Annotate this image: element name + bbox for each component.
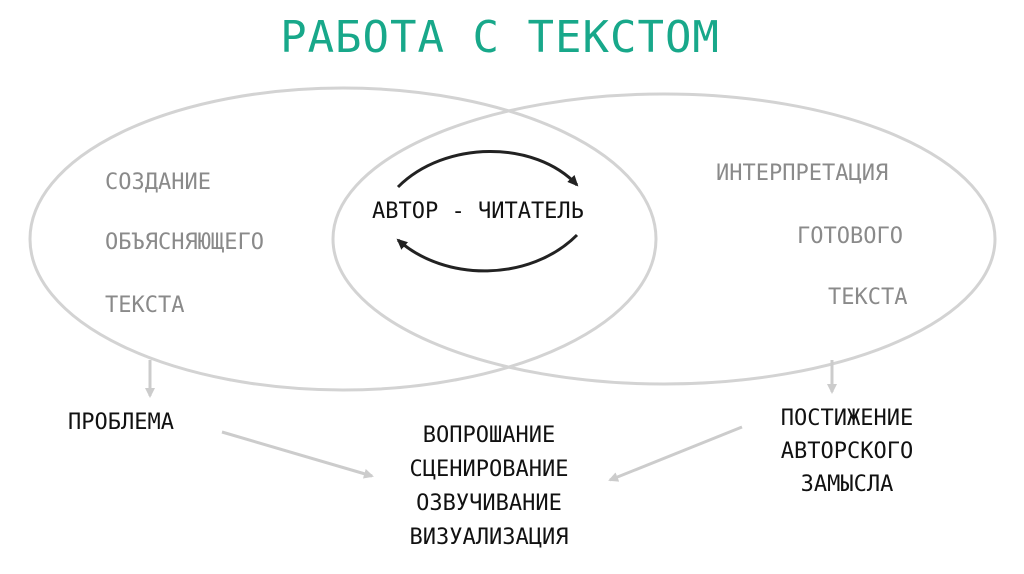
left-diagonal-arrow — [221, 430, 374, 479]
bottom-center-line-1: ВОПРОШАНИЕ — [422, 423, 556, 448]
center-label: АВТОР - ЧИТАТЕЛЬ — [372, 199, 584, 224]
right-result-line-2: АВТОРСКОГО — [780, 439, 914, 464]
right-diagonal-arrow — [608, 425, 743, 482]
bottom-center-line-2: СЦЕНИРОВАНИЕ — [409, 457, 569, 482]
cycle-arrow-bottom — [396, 233, 579, 273]
bottom-center-line-3: ОЗВУЧИВАНИЕ — [416, 491, 562, 516]
left-circle-line-3: ТЕКСТА — [105, 293, 185, 318]
diagram-title: РАБОТА С ТЕКСТОМ — [280, 12, 720, 63]
right-circle-line-2: ГОТОВОГО — [797, 224, 903, 249]
right-result-line-3: ЗАМЫСЛА — [800, 472, 894, 497]
right-circle — [331, 92, 997, 386]
right-circle-line-1: ИНТЕРПРЕТАЦИЯ — [716, 161, 889, 186]
left-circle-line-1: СОЗДАНИЕ — [105, 170, 211, 195]
left-result-label: ПРОБЛЕМА — [68, 410, 174, 435]
bottom-center-line-4: ВИЗУАЛИЗАЦИЯ — [409, 525, 569, 550]
right-circle-line-3: ТЕКСТА — [828, 285, 908, 310]
right-result-line-1: ПОСТИЖЕНИЕ — [780, 406, 914, 431]
right-result-label: ПОСТИЖЕНИЕ АВТОРСКОГО ЗАМЫСЛА — [752, 402, 942, 501]
left-circle — [28, 86, 658, 392]
left-circle-line-2: ОБЪЯСНЯЮЩЕГО — [105, 230, 264, 255]
bottom-center-list: ВОПРОШАНИЕ СЦЕНИРОВАНИЕ ОЗВУЧИВАНИЕ ВИЗУ… — [380, 419, 598, 555]
cycle-arrow-top — [396, 150, 579, 189]
